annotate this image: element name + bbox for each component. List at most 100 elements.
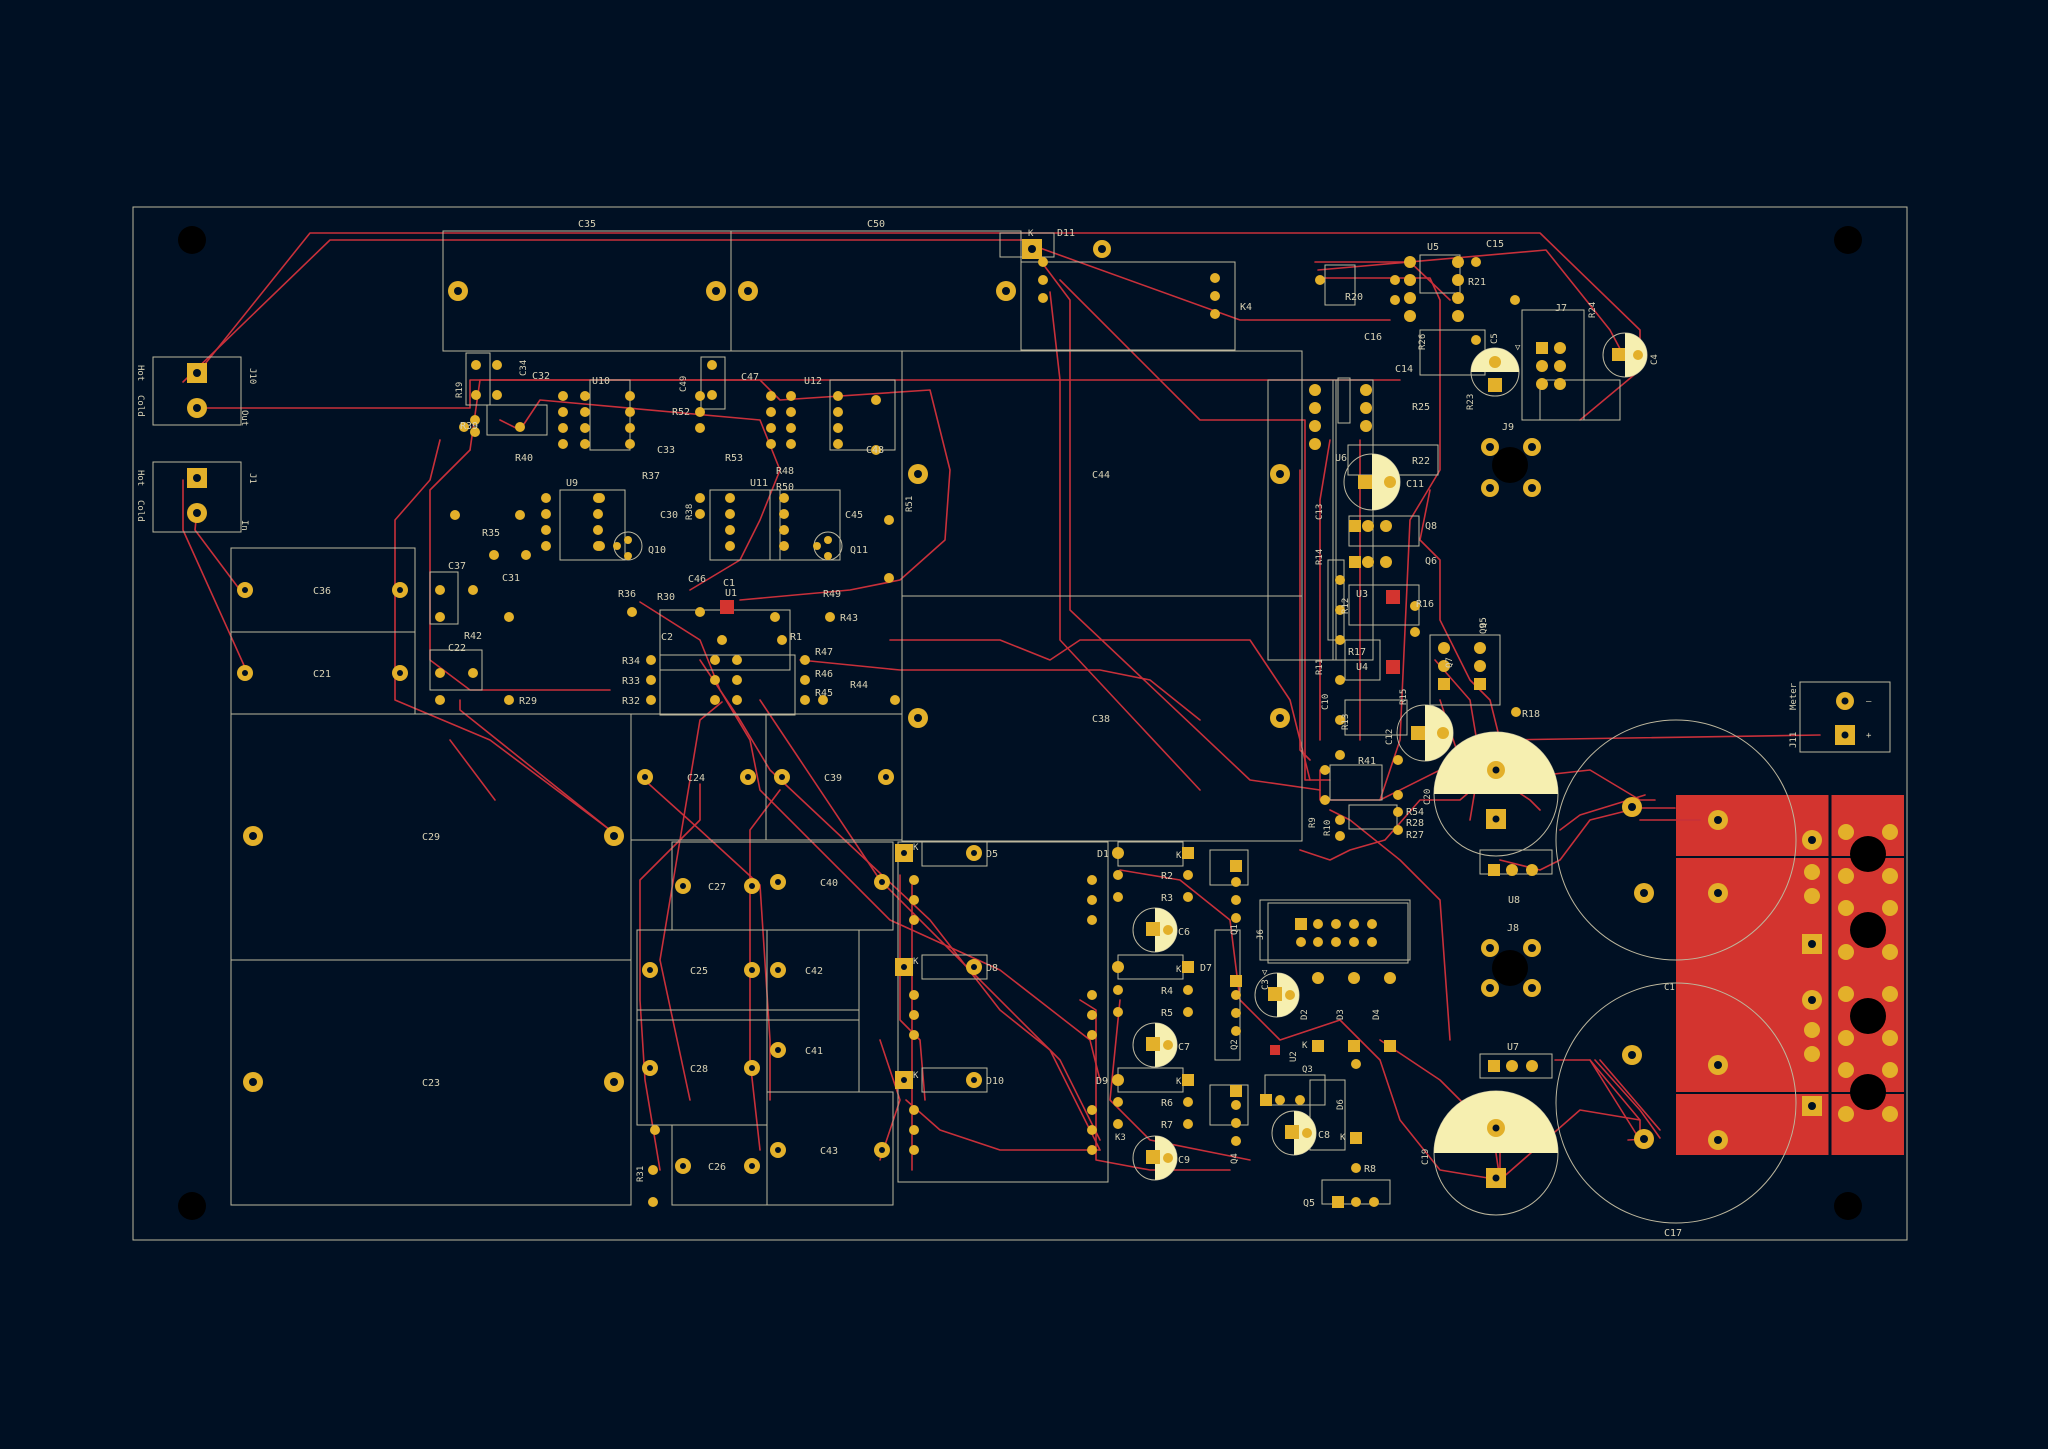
label-C29: C29 bbox=[422, 832, 440, 843]
label-R42: R42 bbox=[464, 631, 482, 642]
j11-plus: + bbox=[1866, 731, 1872, 741]
label-R43: R43 bbox=[840, 613, 858, 624]
label-C19: C19 bbox=[1421, 1149, 1431, 1165]
label-R24: R24 bbox=[1588, 302, 1598, 318]
label-C17: C17 bbox=[1664, 1228, 1682, 1239]
label-C22: C22 bbox=[448, 643, 466, 654]
j10-ref: J10 bbox=[247, 368, 257, 384]
silkscreen-labels: C35 C50 D11 K4 U5 C15 R21 R20 J7 R24 C16… bbox=[135, 219, 1872, 1239]
label-D3: D3 bbox=[1336, 1009, 1346, 1020]
label-D9: D9 bbox=[1096, 1076, 1108, 1087]
label-R29: R29 bbox=[519, 696, 537, 707]
pin-mark-k: K bbox=[1340, 1133, 1346, 1143]
label-U1: U1 bbox=[725, 588, 737, 599]
pin-mark-tri: ▽ bbox=[1515, 343, 1521, 353]
pin-mark-k: K bbox=[1302, 1041, 1308, 1051]
label-R35: R35 bbox=[482, 528, 500, 539]
pin-mark-tri: ▽ bbox=[1262, 968, 1268, 978]
label-U2: U2 bbox=[1289, 1051, 1299, 1062]
label-U9: U9 bbox=[566, 478, 578, 489]
label-C10: C10 bbox=[1321, 694, 1331, 710]
label-C34: C34 bbox=[519, 360, 529, 376]
label-C20: C20 bbox=[1423, 789, 1433, 805]
label-D1: D1 bbox=[1097, 849, 1109, 860]
label-U6: U6 bbox=[1335, 453, 1347, 464]
pin-mark-k: K bbox=[1176, 851, 1182, 861]
label-C38: C38 bbox=[1092, 714, 1110, 725]
label-C2: C2 bbox=[661, 632, 673, 643]
label-Q4: Q4 bbox=[1230, 1153, 1240, 1164]
label-R27: R27 bbox=[1406, 830, 1424, 841]
mounting-hole bbox=[1834, 226, 1862, 254]
label-Q5: Q5 bbox=[1303, 1198, 1315, 1209]
label-R5: R5 bbox=[1161, 1008, 1173, 1019]
label-Q7: Q7 bbox=[1445, 657, 1455, 668]
label-C11: C11 bbox=[1406, 479, 1424, 490]
label-R22: R22 bbox=[1412, 456, 1430, 467]
board-outline bbox=[132, 206, 1908, 1241]
label-C1: C1 bbox=[1664, 983, 1675, 993]
label-C48: C48 bbox=[866, 445, 884, 456]
j10-pin2-label: Cold bbox=[135, 395, 145, 417]
label-C24: C24 bbox=[687, 773, 705, 784]
label-J9: J9 bbox=[1502, 422, 1514, 433]
label-C3: C3 bbox=[1261, 979, 1271, 990]
label-C49: C49 bbox=[679, 376, 689, 392]
label-D5: D5 bbox=[986, 849, 998, 860]
label-C9: C9 bbox=[1178, 1155, 1190, 1166]
label-D2: D2 bbox=[1300, 1009, 1310, 1020]
label-R51: R51 bbox=[905, 496, 915, 512]
label-C47: C47 bbox=[741, 372, 759, 383]
label-R13: R13 bbox=[1341, 714, 1351, 730]
label-R36: R36 bbox=[618, 589, 636, 600]
label-Q2: Q2 bbox=[1230, 1039, 1240, 1050]
label-K4: K4 bbox=[1240, 302, 1252, 313]
label-R45: R45 bbox=[815, 688, 833, 699]
mounting-hole bbox=[178, 1192, 206, 1220]
label-C46: C46 bbox=[688, 574, 706, 585]
label-J8: J8 bbox=[1507, 923, 1519, 934]
pin-mark-k: K bbox=[913, 843, 919, 853]
label-Q8: Q8 bbox=[1425, 521, 1437, 532]
label-C5: C5 bbox=[1490, 333, 1500, 344]
pin-mark-k: K bbox=[1176, 965, 1182, 975]
label-R16: R16 bbox=[1416, 599, 1434, 610]
label-C25: C25 bbox=[690, 966, 708, 977]
label-D11: D11 bbox=[1057, 228, 1075, 239]
label-R9: R9 bbox=[1308, 817, 1318, 828]
label-R33: R33 bbox=[622, 676, 640, 687]
label-R28: R28 bbox=[1406, 818, 1424, 829]
label-D8: D8 bbox=[986, 963, 998, 974]
label-D7: D7 bbox=[1200, 963, 1212, 974]
label-C44: C44 bbox=[1092, 470, 1110, 481]
pin-mark-k: K bbox=[913, 957, 919, 967]
label-Q6: Q6 bbox=[1425, 556, 1437, 567]
label-C21: C21 bbox=[313, 669, 331, 680]
j1-pin2-label: Cold bbox=[135, 500, 145, 522]
label-C42: C42 bbox=[805, 966, 823, 977]
label-R17: R17 bbox=[1348, 647, 1366, 658]
label-U4: U4 bbox=[1356, 662, 1368, 673]
label-R21: R21 bbox=[1468, 277, 1486, 288]
label-C12: C12 bbox=[1385, 729, 1395, 745]
label-C6: C6 bbox=[1178, 927, 1190, 938]
j1-side-label: In bbox=[239, 520, 249, 531]
label-R32: R32 bbox=[622, 696, 640, 707]
label-C15: C15 bbox=[1486, 239, 1504, 250]
j1-pin1-label: Hot bbox=[135, 470, 145, 486]
label-R25: R25 bbox=[1412, 402, 1430, 413]
j10-side-label: Out bbox=[239, 410, 249, 426]
label-R8: R8 bbox=[1364, 1164, 1376, 1175]
label-C13: C13 bbox=[1315, 504, 1325, 520]
label-U3: U3 bbox=[1356, 589, 1368, 600]
label-R23: R23 bbox=[1466, 394, 1476, 410]
label-C14: C14 bbox=[1395, 364, 1413, 375]
label-J6: J6 bbox=[1256, 929, 1266, 940]
label-U12: U12 bbox=[804, 376, 822, 387]
label-R31: R31 bbox=[636, 1166, 646, 1182]
label-U7: U7 bbox=[1507, 1042, 1519, 1053]
label-Q10: Q10 bbox=[648, 545, 666, 556]
label-R39: R39 bbox=[460, 421, 478, 432]
label-D6: D6 bbox=[1336, 1099, 1346, 1110]
